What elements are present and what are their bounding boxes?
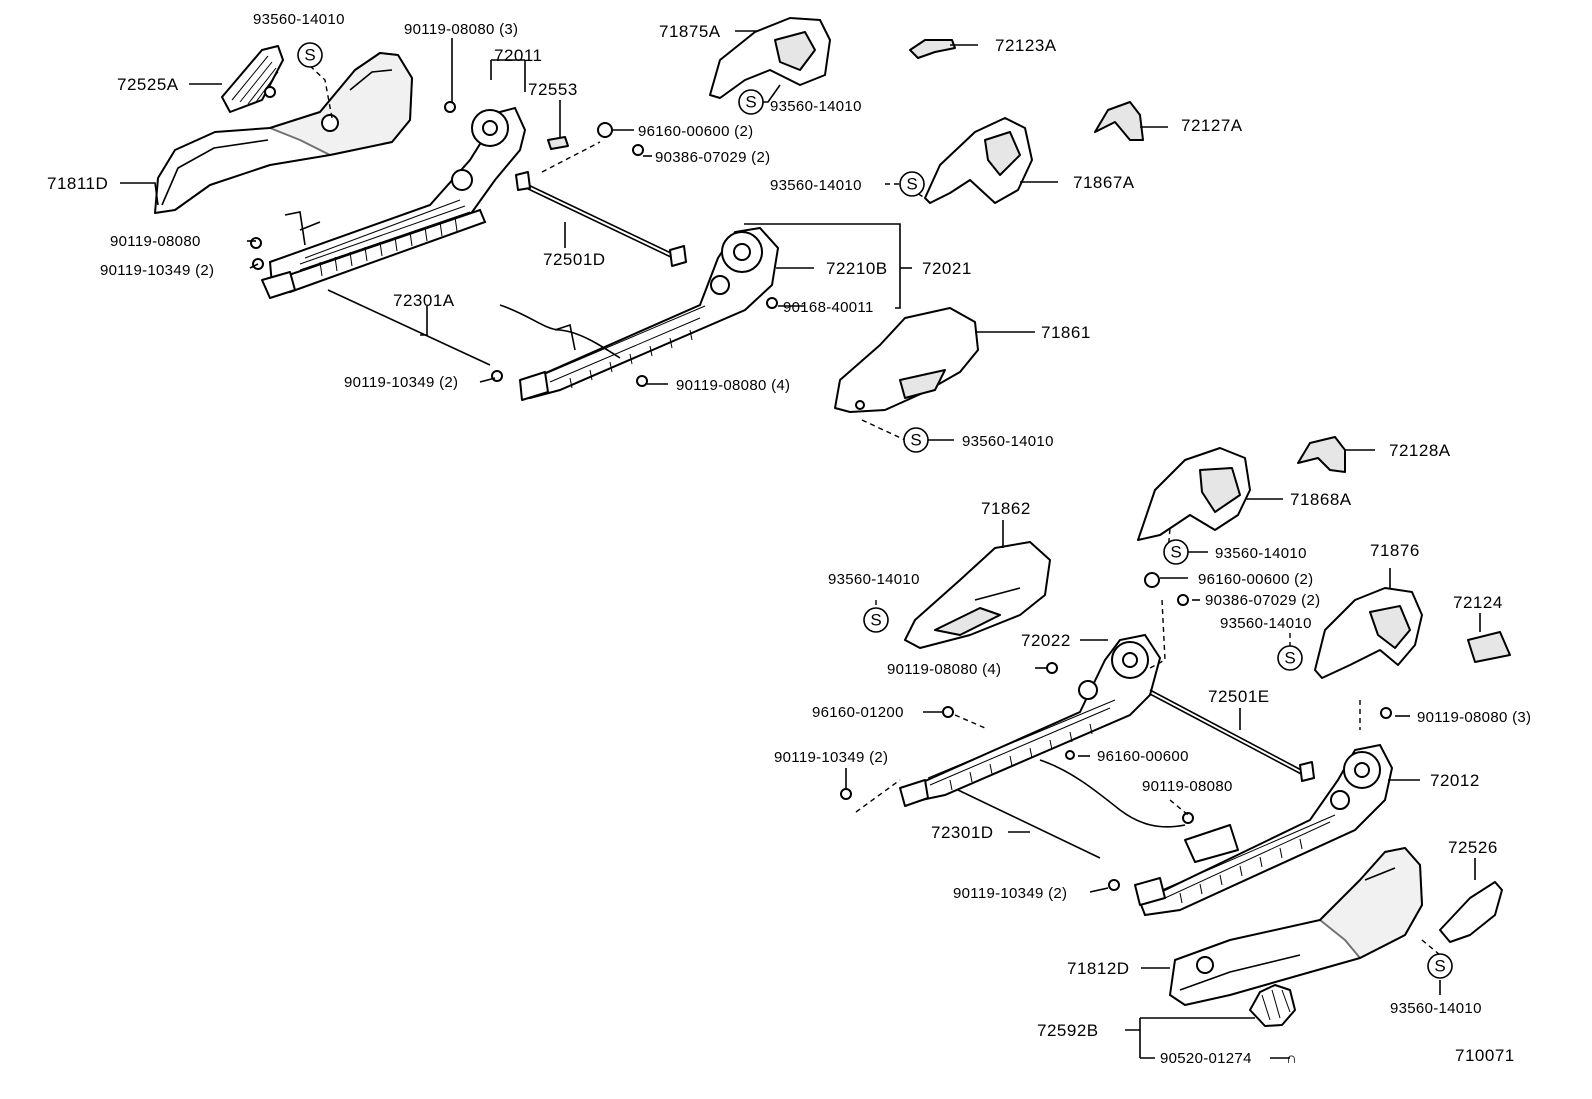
diagram-code: 710071 bbox=[1455, 1046, 1515, 1065]
part-72553-block bbox=[547, 136, 569, 150]
label-90119-08080-4-a: 90119-08080 (4) bbox=[676, 377, 790, 394]
label-72011: 72011 bbox=[494, 46, 543, 65]
label-71867A: 71867A bbox=[1073, 173, 1135, 192]
label-72021: 72021 bbox=[922, 259, 972, 278]
part-72526-cover bbox=[1439, 881, 1503, 943]
label-93560-14010-f: 93560-14010 bbox=[828, 571, 920, 588]
label-72301A: 72301A bbox=[393, 291, 455, 310]
label-71876: 71876 bbox=[1370, 541, 1420, 560]
part-72124-bracket bbox=[1467, 631, 1511, 663]
part-72501E-rod bbox=[1149, 689, 1315, 782]
label-72525A: 72525A bbox=[117, 75, 179, 94]
label-90119-10349-2-b: 90119-10349 (2) bbox=[344, 374, 458, 391]
label-90119-08080-a: 90119-08080 bbox=[110, 233, 201, 250]
label-93560-14010-b: 93560-14010 bbox=[770, 98, 862, 115]
label-90119-08080-3-b: 90119-08080 (3) bbox=[1417, 709, 1531, 726]
part-71875A-shield bbox=[709, 17, 831, 99]
label-71811D: 71811D bbox=[47, 174, 108, 193]
part-72592B-knob bbox=[1249, 984, 1296, 1027]
seal-marker-5: S bbox=[1163, 539, 1189, 565]
seal-marker-7: S bbox=[1277, 645, 1303, 671]
svg-text:S: S bbox=[745, 93, 756, 112]
seal-marker-4: S bbox=[903, 427, 929, 453]
label-90119-10349-2-a: 90119-10349 (2) bbox=[100, 262, 214, 279]
label-71861: 71861 bbox=[1041, 323, 1091, 342]
label-96160-00600-2-b: 96160-00600 (2) bbox=[1198, 571, 1313, 588]
label-71812D: 71812D bbox=[1067, 959, 1130, 978]
label-90520-01274: 90520-01274 bbox=[1160, 1050, 1252, 1067]
label-72022: 72022 bbox=[1021, 631, 1071, 650]
label-72012: 72012 bbox=[1430, 771, 1480, 790]
label-71868A: 71868A bbox=[1290, 490, 1352, 509]
part-71876-shield bbox=[1314, 587, 1423, 679]
seal-marker-3: S bbox=[899, 171, 925, 197]
seal-marker-1: S bbox=[297, 42, 323, 68]
part-72021-adjuster-frame bbox=[519, 226, 780, 401]
part-72011-adjuster-frame bbox=[261, 106, 527, 299]
part-72301A-cable bbox=[327, 289, 621, 366]
label-72128A: 72128A bbox=[1389, 441, 1451, 460]
part-71862-shield bbox=[904, 541, 1051, 649]
label-93560-14010-c: 93560-14010 bbox=[770, 177, 862, 194]
part-71867A-shield bbox=[924, 117, 1033, 204]
part-72012-adjuster-frame bbox=[1134, 743, 1394, 917]
part-labels: 93560-14010 72525A 90119-08080 (3) 72011… bbox=[47, 11, 1531, 1067]
label-96160-00600: 96160-00600 bbox=[1097, 748, 1189, 765]
label-72301D: 72301D bbox=[931, 823, 994, 842]
label-90119-08080-b: 90119-08080 bbox=[1142, 778, 1233, 795]
part-71868A-shield bbox=[1137, 447, 1251, 541]
label-72210B: 72210B bbox=[826, 259, 888, 278]
label-72553: 72553 bbox=[528, 80, 578, 99]
label-72124: 72124 bbox=[1453, 593, 1503, 612]
label-96160-00600-2-a: 96160-00600 (2) bbox=[638, 123, 753, 140]
part-72022-adjuster-frame bbox=[899, 633, 1162, 807]
label-72501D: 72501D bbox=[543, 250, 606, 269]
label-96160-01200: 96160-01200 bbox=[812, 704, 904, 721]
label-72592B: 72592B bbox=[1037, 1021, 1099, 1040]
label-90119-08080-4-b: 90119-08080 (4) bbox=[887, 661, 1001, 678]
svg-text:S: S bbox=[1170, 543, 1181, 562]
label-72127A: 72127A bbox=[1181, 116, 1243, 135]
label-93560-14010-g: 93560-14010 bbox=[1220, 615, 1312, 632]
label-72526: 72526 bbox=[1448, 838, 1498, 857]
label-71875A: 71875A bbox=[659, 22, 721, 41]
svg-text:S: S bbox=[870, 611, 881, 630]
svg-text:S: S bbox=[304, 46, 315, 65]
label-71862: 71862 bbox=[981, 499, 1031, 518]
svg-text:S: S bbox=[1284, 649, 1295, 668]
bolts-lower-right bbox=[840, 572, 1392, 891]
label-72123A: 72123A bbox=[995, 36, 1057, 55]
part-72501D-rod bbox=[515, 171, 687, 267]
part-71812D-side-shield bbox=[1169, 847, 1423, 1006]
part-72525A-cover bbox=[221, 45, 284, 113]
part-71861-shield bbox=[834, 307, 979, 413]
part-71811D-side-shield bbox=[154, 52, 413, 214]
part-72127A-cap bbox=[1094, 101, 1144, 141]
part-72128A-cap bbox=[1297, 436, 1346, 473]
part-72301D-cable bbox=[957, 759, 1186, 859]
label-90119-08080-3-a: 90119-08080 (3) bbox=[404, 21, 518, 38]
seal-markers: S S S S S S S S bbox=[297, 42, 1453, 979]
label-90168-40011: 90168-40011 bbox=[783, 299, 874, 316]
svg-text:S: S bbox=[1434, 957, 1445, 976]
label-72501E: 72501E bbox=[1208, 687, 1270, 706]
leader-lines bbox=[120, 30, 1481, 1059]
label-90386-07029-2-a: 90386-07029 (2) bbox=[655, 149, 770, 166]
label-90119-10349-2-d: 90119-10349 (2) bbox=[953, 885, 1067, 902]
seal-marker-6: S bbox=[863, 607, 889, 633]
hook-symbol: ∩ bbox=[1286, 1050, 1297, 1067]
part-72123A-cap bbox=[909, 39, 956, 59]
seal-marker-2: S bbox=[738, 89, 764, 115]
svg-text:S: S bbox=[910, 431, 921, 450]
label-93560-14010-a: 93560-14010 bbox=[253, 11, 345, 28]
label-93560-14010-e: 93560-14010 bbox=[1215, 545, 1307, 562]
seal-marker-8: S bbox=[1427, 953, 1453, 979]
label-90386-07029-2-b: 90386-07029 (2) bbox=[1205, 592, 1320, 609]
label-93560-14010-d: 93560-14010 bbox=[962, 433, 1054, 450]
label-90119-10349-2-c: 90119-10349 (2) bbox=[774, 749, 888, 766]
svg-text:S: S bbox=[906, 175, 917, 194]
label-93560-14010-h: 93560-14010 bbox=[1390, 1000, 1482, 1017]
